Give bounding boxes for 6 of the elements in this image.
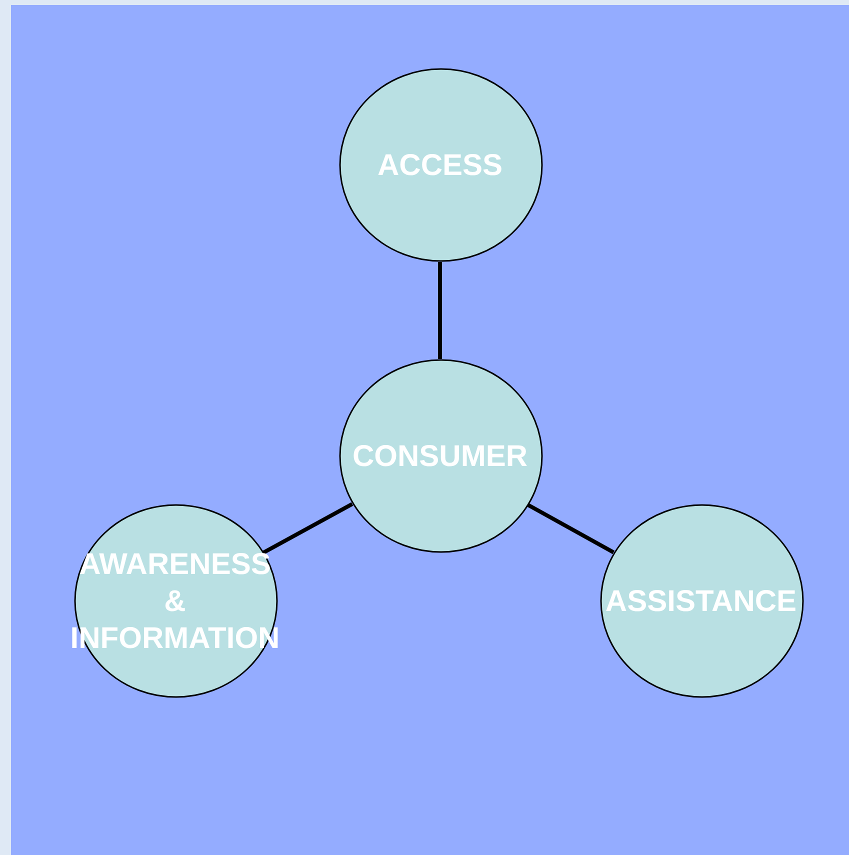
node-label: ACCESS xyxy=(377,148,503,184)
node-label: CONSUMER xyxy=(352,438,528,474)
connector-line xyxy=(438,262,442,359)
connector-line xyxy=(526,502,615,554)
node-label: ASSISTANCE xyxy=(605,584,797,620)
connector-line xyxy=(262,502,354,555)
